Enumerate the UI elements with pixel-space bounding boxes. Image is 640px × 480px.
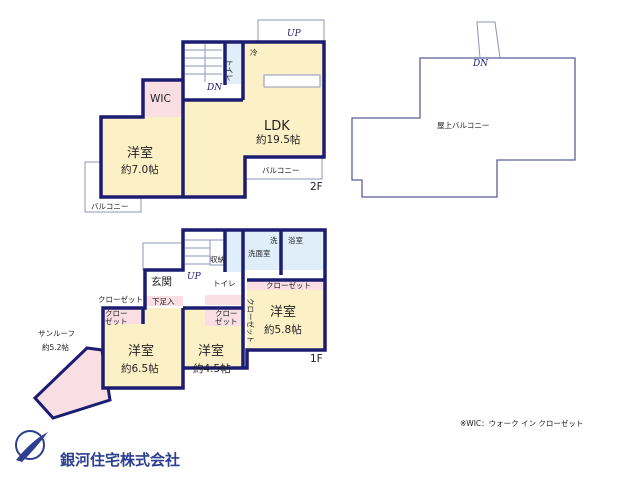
western-room-7 xyxy=(101,117,183,197)
closet-6-5-label-1: クロー xyxy=(105,309,128,318)
floor-2: WIC 冷 トイレ DN UP LDK 約19.5帖 洋室 約7.0帖 バルコニ… xyxy=(84,19,326,213)
western-room-7-size: 約7.0帖 xyxy=(121,163,159,176)
porch xyxy=(142,242,184,271)
company-logo: 銀河住宅株式会社 xyxy=(15,430,180,469)
storage-label: 収納 xyxy=(210,254,225,264)
closet-4-5-label-2: ゼット xyxy=(215,316,238,326)
stairs-1f xyxy=(185,239,225,266)
rooftop-stairs xyxy=(476,21,501,59)
wic-note: ※WIC：ウォーク イン クローゼット xyxy=(460,418,583,428)
hall-room xyxy=(183,100,245,197)
washroom-label: 洗面室 xyxy=(248,248,271,258)
toilet-2f-label: トイレ xyxy=(225,59,234,82)
hall-closet xyxy=(205,295,245,305)
ldk-room xyxy=(243,42,324,157)
company-name: 銀河住宅株式会社 xyxy=(60,451,180,469)
kitchen-counter xyxy=(263,74,321,88)
shoe-storage-label: 下足入 xyxy=(152,297,175,306)
closet-6-5-label-2: ゼット xyxy=(105,316,128,326)
rooftop-label: 屋上バルコニー xyxy=(437,121,489,130)
washroom xyxy=(243,232,281,270)
bathroom-label: 浴室 xyxy=(288,235,303,245)
logo-swoosh-icon xyxy=(16,432,48,462)
ldk-label: LDK xyxy=(264,119,290,134)
washer-label: 洗 xyxy=(270,235,278,245)
shoe-storage xyxy=(145,296,183,306)
floor-2-label: 2F xyxy=(310,181,323,193)
closet-4-5 xyxy=(205,308,243,326)
fridge-label: 冷 xyxy=(250,47,258,57)
western-room-5-8-label: 洋室 xyxy=(270,304,296,320)
rooftop-balcony xyxy=(351,57,576,198)
western-room-6-5-size: 約6.5帖 xyxy=(121,362,159,375)
balcony-left-label: バルコニー xyxy=(91,202,128,211)
toilet-2f xyxy=(226,44,242,84)
bathroom xyxy=(281,232,325,270)
closet-5-8 xyxy=(247,280,325,290)
stairs-up-1f-label: UP xyxy=(187,272,202,282)
western-room-4-5-label: 洋室 xyxy=(198,343,224,359)
closet-5-8-label: クローゼット xyxy=(266,280,311,290)
closet-vertical-label: クローゼット xyxy=(246,298,256,343)
western-room-5-8-size: 約5.8帖 xyxy=(264,323,302,336)
closet-hall-label: クローゼット xyxy=(98,294,143,304)
stairs-down-label: DN xyxy=(206,83,223,93)
closet-6-5-b xyxy=(127,308,143,324)
rooftop: DN 屋上バルコニー xyxy=(351,21,576,198)
western-room-4-5-size: 約4.5帖 xyxy=(193,362,231,375)
stairs-up-label: UP xyxy=(287,29,302,39)
wic-label: WIC xyxy=(150,93,171,105)
wic-room xyxy=(143,80,183,117)
closet-6-5 xyxy=(103,308,127,324)
sunroof-size: 約5.2帖 xyxy=(42,342,69,352)
floor-1-label: 1F xyxy=(310,353,323,365)
stairs-2f xyxy=(185,44,222,82)
toilet-1f-label: トイレ xyxy=(213,279,236,288)
ldk-size: 約19.5帖 xyxy=(256,133,301,146)
closet-4-5-label-1: クロー xyxy=(215,309,238,318)
western-room-6-5-label: 洋室 xyxy=(128,343,154,359)
balcony-right-label: バルコニー xyxy=(262,166,299,175)
entrance-label: 玄関 xyxy=(151,275,172,288)
logo-icon xyxy=(15,430,45,460)
sunroof xyxy=(32,346,112,420)
western-room-7-label: 洋室 xyxy=(127,145,153,161)
toilet-1f xyxy=(225,232,243,272)
floor-1: 玄関 下足入 収納 トイレ 洗面室 洗 浴室 UP クローゼット クローゼット … xyxy=(32,228,327,420)
western-room-5-8 xyxy=(247,290,325,350)
sunroof-label: サンルーフ xyxy=(38,329,75,338)
rooftop-stairs-down-label: DN xyxy=(472,59,489,69)
